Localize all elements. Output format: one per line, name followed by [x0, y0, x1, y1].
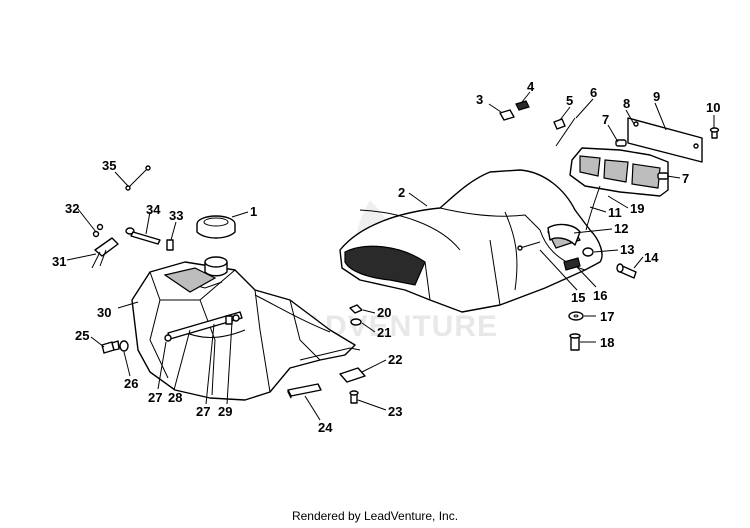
tank-strap[interactable]	[130, 231, 161, 245]
callout-7: 7	[602, 112, 609, 127]
leader-lines	[66, 91, 715, 421]
seat-latch[interactable]	[563, 257, 581, 271]
callout-30: 30	[97, 305, 111, 320]
callout-28: 28	[168, 390, 182, 405]
callout-10: 10	[706, 100, 720, 115]
bulb-right[interactable]	[657, 172, 669, 180]
callout-29: 29	[218, 404, 232, 419]
callout-20: 20	[377, 305, 391, 320]
seat-pin[interactable]	[517, 241, 541, 251]
callout-8: 8	[623, 96, 630, 111]
callout-18: 18	[600, 335, 614, 350]
callout-35: 35	[102, 158, 116, 173]
seat[interactable]	[339, 169, 603, 313]
callout-26: 26	[124, 376, 138, 391]
taillight-assembly[interactable]	[569, 147, 669, 231]
fuel-pickup[interactable]	[91, 223, 135, 269]
plate-screw[interactable]	[709, 127, 720, 139]
callout-14: 14	[644, 250, 659, 265]
callout-5: 5	[566, 93, 573, 108]
mount-rod[interactable]	[164, 311, 243, 342]
callout-33: 33	[169, 208, 183, 223]
callout-25: 25	[75, 328, 89, 343]
callout-12: 12	[614, 221, 628, 236]
seat-washer[interactable]	[350, 318, 362, 326]
fuel-tank[interactable]	[131, 261, 361, 401]
seat-bracket[interactable]	[547, 223, 581, 246]
mount-strap[interactable]	[125, 165, 151, 191]
drain-washer[interactable]	[119, 340, 129, 352]
callout-17: 17	[600, 309, 614, 324]
reflector-plate[interactable]	[627, 117, 703, 163]
callout-15: 15	[571, 290, 585, 305]
callout-31: 31	[52, 254, 66, 269]
filler-neck	[204, 256, 228, 277]
drain-plug[interactable]	[101, 340, 120, 354]
callout-7b: 7	[682, 171, 689, 186]
callout-9: 9	[653, 89, 660, 104]
callout-4: 4	[527, 79, 535, 94]
seat-nut[interactable]	[349, 304, 363, 314]
vent-fitting[interactable]	[166, 239, 174, 251]
callout-21: 21	[377, 325, 391, 340]
callout-6: 6	[590, 85, 597, 100]
callout-labels: 1 2 3 4 5 6 7 8 9 10 7 11 12 13 14 15 16…	[52, 79, 720, 435]
footer-credit: Rendered by LeadVenture, Inc.	[291, 509, 459, 523]
callout-16: 16	[593, 288, 607, 303]
callout-11: 11	[608, 205, 622, 220]
callout-24: 24	[318, 420, 333, 435]
push-fastener[interactable]	[582, 247, 594, 257]
bracket-bolt[interactable]	[349, 390, 359, 404]
callout-23: 23	[388, 404, 402, 419]
bracket[interactable]	[339, 367, 366, 383]
callout-1: 1	[250, 204, 257, 219]
callout-32: 32	[65, 201, 79, 216]
callout-3: 3	[476, 92, 483, 107]
seat-bolt[interactable]	[616, 263, 637, 279]
rubber-strip[interactable]	[287, 383, 322, 399]
callout-22: 22	[388, 352, 402, 367]
latch-bolt[interactable]	[569, 333, 581, 351]
bulb-left[interactable]	[615, 139, 627, 147]
callout-27: 27	[148, 390, 162, 405]
callout-34: 34	[146, 202, 161, 217]
clip-5[interactable]	[553, 118, 566, 130]
wire-6[interactable]	[555, 117, 576, 147]
callout-2: 2	[398, 185, 405, 200]
callout-13: 13	[620, 242, 634, 257]
flat-washer[interactable]	[568, 311, 584, 321]
clip-4[interactable]	[515, 100, 530, 111]
fuel-cap[interactable]	[196, 215, 236, 239]
clip-3[interactable]	[499, 109, 515, 121]
callout-27b: 27	[196, 404, 210, 419]
callout-19: 19	[630, 201, 644, 216]
